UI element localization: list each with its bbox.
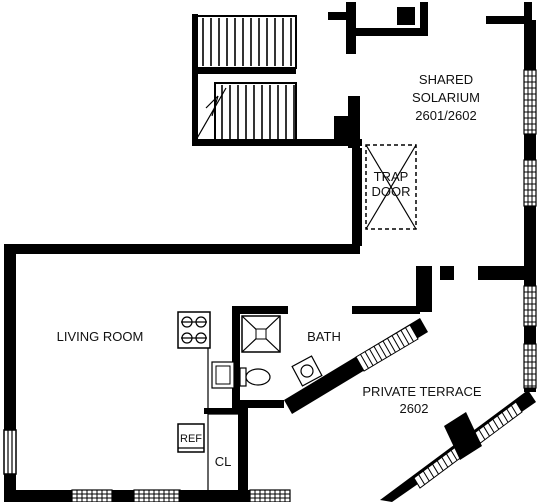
staircase	[192, 14, 362, 146]
terrace-walls	[284, 318, 536, 502]
bath-label: BATH	[307, 329, 341, 344]
toilet-icon	[239, 367, 271, 387]
windows	[3, 69, 537, 502]
refrigerator-label: REF	[180, 433, 202, 445]
shared-solarium-label-1: SHARED	[419, 72, 473, 87]
living-room-label: LIVING ROOM	[57, 329, 144, 344]
stove-icon	[177, 311, 211, 349]
closet-label: CL	[215, 454, 232, 469]
trap-door-label-1: TRAP	[374, 169, 409, 184]
bath-fixtures	[239, 315, 323, 387]
shower-icon	[241, 315, 281, 353]
room-labels: SHARED SOLARIUM 2601/2602 TRAP DOOR LIVI…	[57, 72, 482, 469]
refrigerator-icon	[177, 423, 205, 453]
trap-door	[365, 144, 417, 230]
private-terrace-label-2: 2602	[400, 401, 429, 416]
shared-solarium-label-2: SOLARIUM	[412, 90, 480, 105]
shared-solarium-label-3: 2601/2602	[415, 108, 476, 123]
sink-icon	[211, 361, 235, 389]
kitchen	[177, 311, 240, 490]
trap-door-label-2: DOOR	[372, 184, 411, 199]
private-terrace-label-1: PRIVATE TERRACE	[362, 384, 482, 399]
bath-sink-icon	[291, 355, 323, 387]
